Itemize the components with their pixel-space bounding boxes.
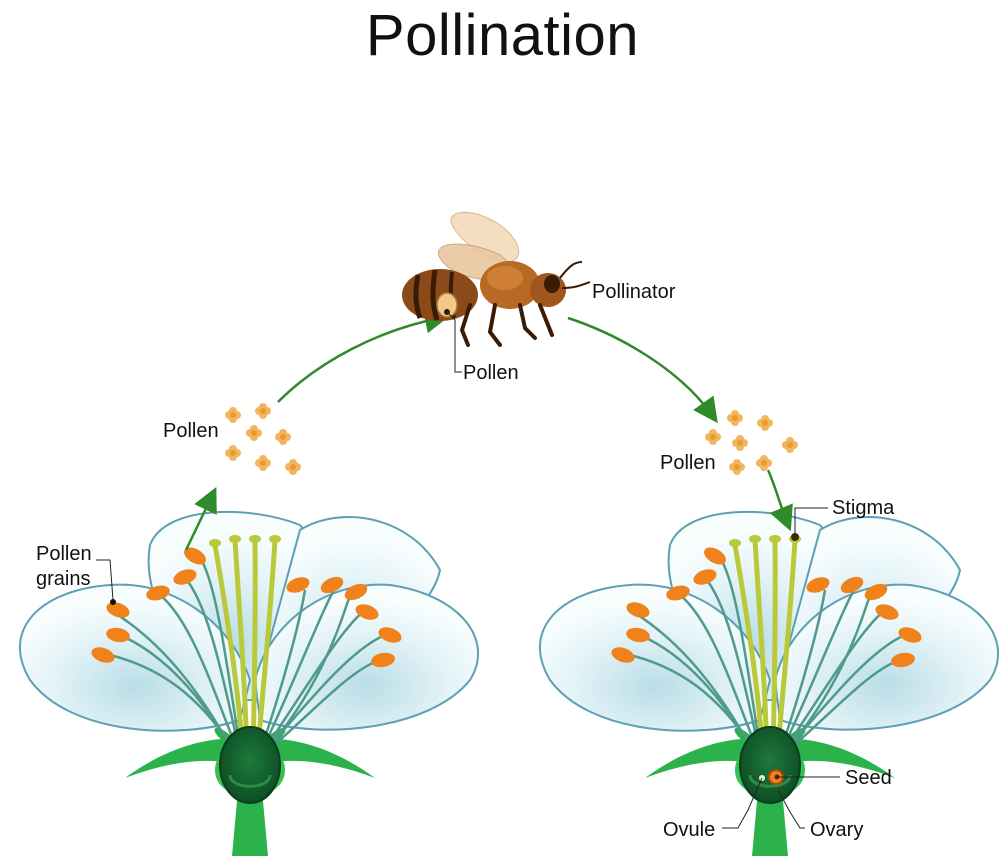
label-seed: Seed (845, 767, 892, 789)
label-pollen-left: Pollen (163, 420, 219, 442)
leader-pollen-bee (447, 312, 462, 372)
label-pollen-bee: Pollen (463, 362, 519, 384)
label-pollen-grains-line2: grains (36, 568, 90, 590)
label-pollinator: Pollinator (592, 281, 676, 303)
arrow-bee-to-pollen (568, 318, 712, 415)
label-ovary: Ovary (810, 819, 863, 841)
left-pollen-cluster (225, 403, 301, 475)
label-pollen-right: Pollen (660, 452, 716, 474)
label-pollen-grains-line1: Pollen (36, 543, 92, 565)
label-stigma: Stigma (832, 497, 895, 519)
bee-icon (402, 212, 590, 345)
right-pollen-cluster (705, 410, 798, 475)
label-ovule: Ovule (663, 819, 715, 841)
right-flower (540, 512, 998, 856)
arrow-pollen-to-bee (278, 318, 440, 402)
